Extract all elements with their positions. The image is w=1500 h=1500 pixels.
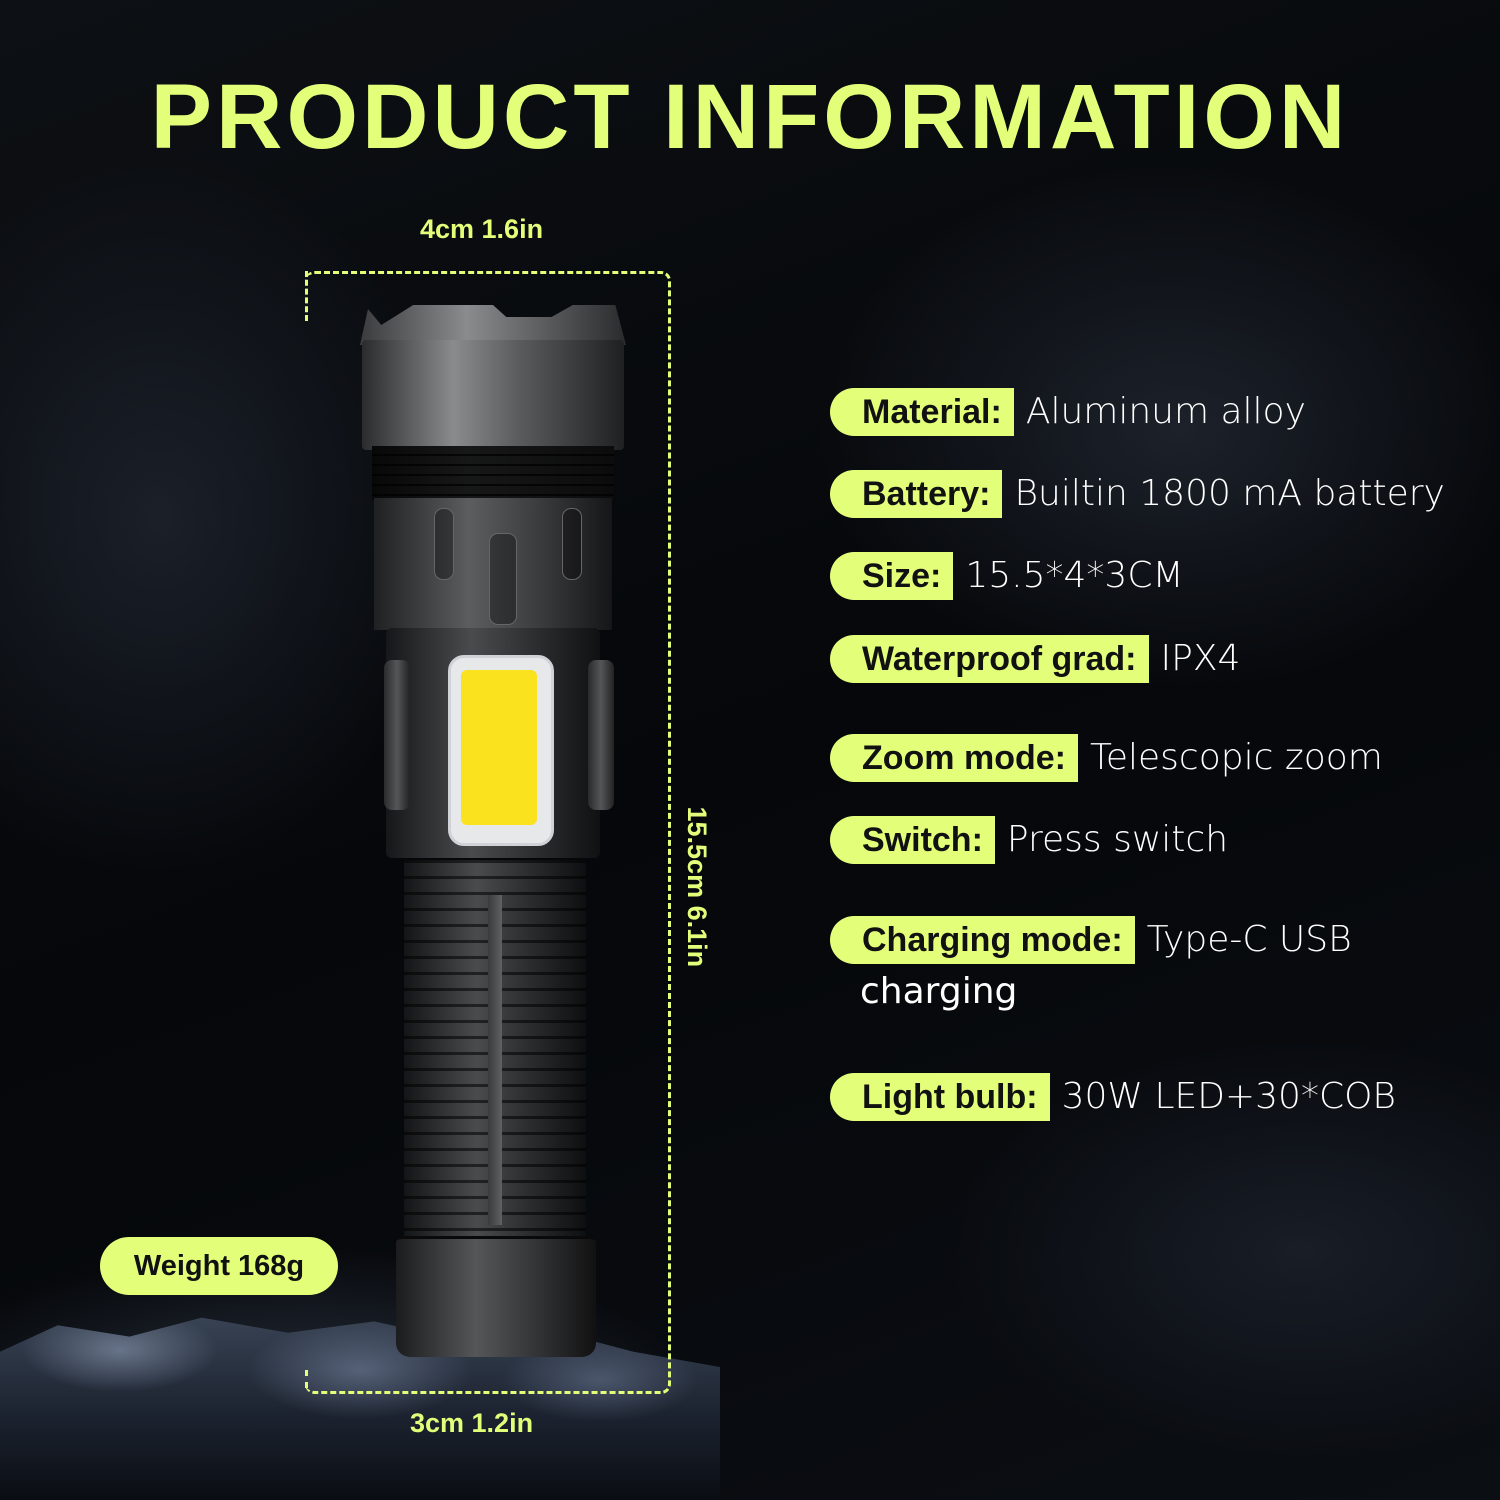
flashlight-grip-flat bbox=[488, 895, 502, 1225]
spec-light-bulb: Light bulb: 30W LED+30*COB bbox=[830, 1073, 1396, 1121]
flashlight-collar bbox=[374, 498, 612, 630]
flashlight-head bbox=[362, 340, 624, 450]
spec-label: Waterproof grad: bbox=[830, 635, 1149, 683]
spec-switch: Switch: Press switch bbox=[830, 816, 1228, 864]
spec-label: Zoom mode: bbox=[830, 734, 1078, 782]
spec-waterproof: Waterproof grad: IPX4 bbox=[830, 635, 1240, 683]
dimension-frame bbox=[305, 271, 671, 1394]
spec-value: Press switch bbox=[1006, 819, 1229, 860]
weight-badge: Weight 168g bbox=[100, 1237, 338, 1295]
cob-light bbox=[461, 670, 537, 825]
spec-value: Telescopic zoom bbox=[1089, 737, 1383, 778]
spec-zoom-mode: Zoom mode: Telescopic zoom bbox=[830, 734, 1383, 782]
spec-label: Battery: bbox=[830, 470, 1003, 518]
spec-value: 30W LED+30*COB bbox=[1061, 1076, 1396, 1117]
spec-value: Builtin 1800 mA battery bbox=[1014, 473, 1445, 514]
flashlight-bezel bbox=[360, 305, 626, 345]
spec-charging-mode-continued: charging bbox=[860, 971, 1018, 1012]
spec-label: Size: bbox=[830, 552, 954, 600]
spec-value: IPX4 bbox=[1160, 638, 1241, 679]
spec-charging-mode: Charging mode: Type-C USB bbox=[830, 916, 1352, 964]
spec-battery: Battery: Builtin 1800 mA battery bbox=[830, 470, 1445, 518]
spec-material: Material: Aluminum alloy bbox=[830, 388, 1306, 436]
spec-label: Material: bbox=[830, 388, 1014, 436]
height-side-label: 15.5cm 6.1in bbox=[682, 806, 712, 968]
flashlight-zoom-rings bbox=[372, 446, 614, 500]
page-title: PRODUCT INFORMATION bbox=[150, 66, 1350, 168]
spec-value: 15.5*4*3CM bbox=[965, 555, 1184, 596]
spec-label: Switch: bbox=[830, 816, 995, 864]
flashlight-tail-cap bbox=[396, 1236, 596, 1357]
spec-value: Aluminum alloy bbox=[1025, 391, 1306, 432]
spec-size: Size: 15.5*4*3CM bbox=[830, 552, 1184, 600]
side-switch-right bbox=[588, 660, 614, 810]
collar-slot bbox=[434, 508, 454, 580]
rock-pedestal bbox=[0, 1317, 720, 1500]
collar-slot bbox=[489, 533, 517, 625]
side-switch-left bbox=[384, 660, 410, 810]
dimension-frame-left-bottom bbox=[305, 1370, 308, 1388]
dimension-frame-left-top bbox=[305, 271, 308, 321]
spec-label: Light bulb: bbox=[830, 1073, 1050, 1121]
spec-label: Charging mode: bbox=[830, 916, 1135, 964]
width-top-label: 4cm 1.6in bbox=[420, 214, 544, 244]
spec-value: Type-C USB bbox=[1146, 919, 1352, 960]
collar-slot bbox=[562, 508, 582, 580]
width-bottom-label: 3cm 1.2in bbox=[410, 1408, 534, 1438]
